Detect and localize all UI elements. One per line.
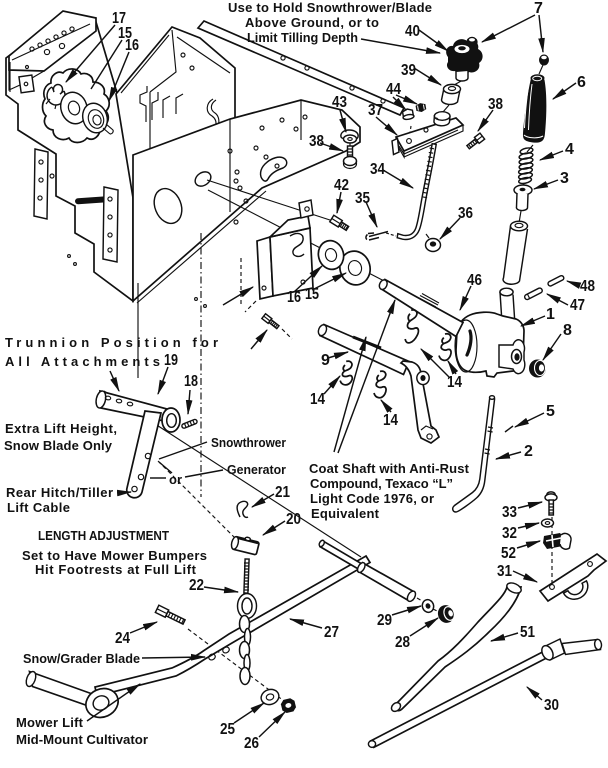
- svg-text:5: 5: [546, 403, 555, 420]
- svg-text:Mower Lift: Mower Lift: [16, 715, 84, 730]
- svg-text:Rear Hitch/Tiller: Rear Hitch/Tiller: [6, 485, 113, 500]
- svg-text:2: 2: [524, 443, 533, 460]
- svg-text:Above Ground, or to: Above Ground, or to: [245, 15, 379, 30]
- svg-text:22: 22: [189, 577, 204, 594]
- svg-text:38: 38: [488, 96, 503, 113]
- svg-text:25: 25: [220, 721, 235, 738]
- svg-text:24: 24: [115, 630, 130, 647]
- svg-text:51: 51: [520, 624, 535, 641]
- svg-text:All Attachments: All Attachments: [5, 354, 160, 369]
- svg-text:Mid-Mount Cultivator: Mid-Mount Cultivator: [16, 732, 148, 747]
- svg-text:or: or: [169, 472, 182, 487]
- svg-text:Light Code 1976, or: Light Code 1976, or: [310, 491, 434, 506]
- svg-text:34: 34: [370, 161, 385, 178]
- svg-text:Snowthrower: Snowthrower: [211, 435, 286, 450]
- svg-text:16: 16: [287, 289, 301, 306]
- svg-text:14: 14: [310, 391, 325, 408]
- svg-text:Limit Tilling Depth: Limit Tilling Depth: [247, 30, 358, 45]
- svg-text:Generator: Generator: [227, 462, 286, 477]
- svg-text:Use to Hold Snowthrower/Blade: Use to Hold Snowthrower/Blade: [228, 0, 432, 15]
- svg-text:26: 26: [244, 735, 259, 752]
- svg-text:28: 28: [395, 634, 410, 651]
- svg-text:16: 16: [125, 37, 139, 54]
- svg-text:21: 21: [275, 484, 290, 501]
- svg-text:19: 19: [164, 352, 178, 369]
- svg-text:20: 20: [286, 511, 301, 528]
- svg-text:35: 35: [355, 190, 370, 207]
- svg-text:43: 43: [332, 94, 347, 111]
- svg-text:31: 31: [497, 563, 512, 580]
- svg-text:Compound, Texaco “L”: Compound, Texaco “L”: [310, 476, 453, 491]
- svg-text:9: 9: [321, 352, 330, 369]
- svg-text:44: 44: [386, 81, 401, 98]
- svg-text:Extra Lift Height,: Extra Lift Height,: [5, 421, 117, 436]
- svg-text:17: 17: [112, 10, 126, 27]
- svg-text:30: 30: [544, 697, 559, 714]
- svg-text:52: 52: [501, 545, 516, 562]
- svg-text:14: 14: [447, 374, 462, 391]
- svg-text:47: 47: [570, 297, 585, 314]
- svg-text:LENGTH ADJUSTMENT: LENGTH ADJUSTMENT: [38, 528, 169, 543]
- svg-text:Snow Blade Only: Snow Blade Only: [4, 438, 113, 453]
- svg-text:42: 42: [334, 177, 349, 194]
- svg-text:33: 33: [502, 504, 517, 521]
- svg-text:6: 6: [577, 74, 586, 91]
- svg-text:36: 36: [458, 205, 473, 222]
- svg-text:8: 8: [563, 322, 572, 339]
- svg-text:Equivalent: Equivalent: [311, 506, 380, 521]
- svg-text:48: 48: [580, 278, 595, 295]
- svg-text:46: 46: [467, 272, 482, 289]
- svg-text:3: 3: [560, 170, 569, 187]
- svg-text:Snow/Grader Blade: Snow/Grader Blade: [23, 651, 140, 666]
- svg-text:4: 4: [565, 141, 574, 158]
- svg-text:38: 38: [309, 133, 324, 150]
- svg-text:29: 29: [377, 612, 392, 629]
- svg-text:1: 1: [546, 306, 555, 323]
- svg-text:14: 14: [383, 412, 398, 429]
- svg-text:Coat Shaft with Anti-Rust: Coat Shaft with Anti-Rust: [309, 461, 470, 476]
- svg-text:27: 27: [324, 624, 339, 641]
- svg-text:Lift Cable: Lift Cable: [7, 500, 70, 515]
- svg-text:18: 18: [184, 373, 198, 390]
- svg-text:Set to Have Mower Bumpers: Set to Have Mower Bumpers: [22, 548, 207, 563]
- svg-text:Hit Footrests at Full Lift: Hit Footrests at Full Lift: [35, 562, 197, 577]
- svg-text:15: 15: [305, 286, 319, 303]
- svg-text:37: 37: [368, 102, 383, 119]
- svg-text:15: 15: [118, 25, 132, 42]
- svg-text:7: 7: [534, 0, 543, 17]
- svg-text:39: 39: [401, 62, 416, 79]
- svg-text:40: 40: [405, 23, 420, 40]
- svg-text:32: 32: [502, 525, 517, 542]
